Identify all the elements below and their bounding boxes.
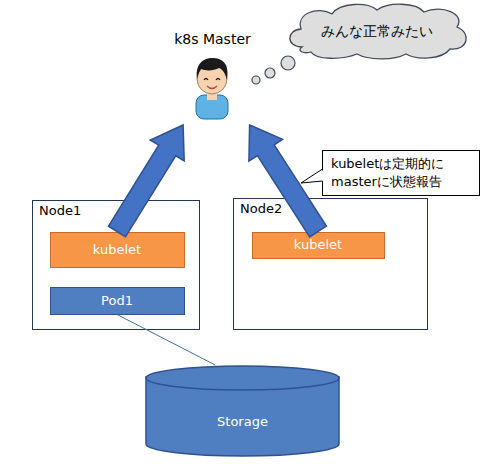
- cylinder-body: [146, 377, 339, 456]
- node-label: Node2: [240, 200, 282, 218]
- kubelet-box: kubelet: [252, 232, 385, 259]
- cloud-shape: [282, 2, 472, 60]
- person-mouth: [207, 86, 217, 89]
- thought-cloud: みんな正常みたい: [282, 2, 472, 60]
- node-label: Node1: [39, 202, 81, 220]
- person-neck: [207, 94, 217, 100]
- node-label: k8s Master: [174, 30, 251, 49]
- person-hair: [197, 58, 228, 80]
- cloud-outline: [290, 4, 466, 59]
- pod-box: Pod1: [50, 287, 185, 315]
- person-body: [196, 95, 228, 119]
- person-face: [197, 64, 227, 94]
- person-eye: [204, 79, 208, 81]
- status-arrow: [249, 125, 327, 237]
- status-arrow: [109, 125, 185, 237]
- connector-line: [117, 315, 215, 366]
- node-label: kubelet: [93, 241, 141, 259]
- node-label: kubeletは定期的に masterに状態報告: [331, 155, 471, 190]
- kubelet-box: kubelet: [50, 232, 185, 268]
- storage-cylinder: Storage: [145, 365, 340, 457]
- person-eye: [216, 79, 220, 81]
- node-label: Pod1: [101, 292, 133, 310]
- cylinder-top: [146, 366, 339, 390]
- thought-dot: [281, 56, 295, 70]
- node-label: Storage: [217, 413, 268, 431]
- thought-dot: [265, 68, 275, 78]
- node-box: Node1 kubeletPod1: [32, 200, 200, 330]
- node-label: kubelet: [294, 236, 342, 254]
- node-label: みんな正常みたい: [321, 22, 433, 41]
- callout-pointer-fill: [301, 169, 325, 183]
- cylinder-shape: [145, 365, 340, 457]
- master-node: k8s Master: [165, 30, 260, 125]
- thought-dot: [252, 76, 260, 84]
- node-box: Node2 kubelet: [233, 198, 428, 330]
- callout-pointer: [301, 169, 323, 183]
- thought-dots: [252, 56, 295, 84]
- person-illustration: [196, 58, 228, 119]
- callout-box: kubeletは定期的に masterに状態報告: [322, 150, 480, 196]
